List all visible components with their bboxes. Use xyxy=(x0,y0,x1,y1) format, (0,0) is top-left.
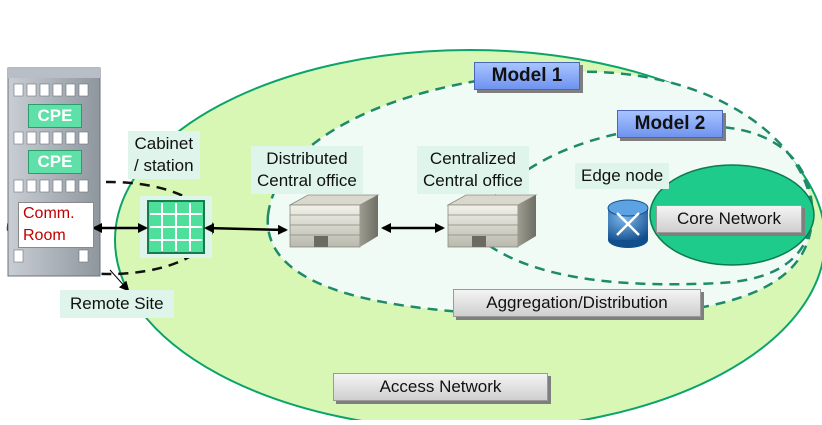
model1-label: Model 1 xyxy=(474,62,580,90)
distributed-office-building-icon xyxy=(288,194,380,248)
model2-boundary xyxy=(468,124,814,286)
distributed-office-label: Distributed Central office xyxy=(251,146,363,194)
comm-room-line1: Comm. xyxy=(23,205,75,222)
cabinet-icon xyxy=(140,196,212,258)
edge-node-label: Edge node xyxy=(575,163,670,189)
remote-site-label: Remote Site xyxy=(60,290,174,318)
cpe-label-top: CPE xyxy=(28,104,82,128)
cabinet-label-line2: / station xyxy=(134,156,194,175)
remote-site-pointer xyxy=(109,269,130,292)
aggregation-distribution-label: Aggregation/Distribution xyxy=(453,289,701,317)
access-network-label: Access Network xyxy=(333,373,548,401)
centralized-office-label: Centralized Central office xyxy=(417,146,529,194)
cpe-label-bottom: CPE xyxy=(28,150,82,174)
model2-label: Model 2 xyxy=(617,110,723,138)
distributed-label-line1: Distributed xyxy=(266,149,348,168)
comm-room-label: Comm. Room xyxy=(18,202,94,248)
centralized-label-line2: Central office xyxy=(423,171,523,190)
comm-room-line2: Room xyxy=(23,227,66,244)
cabinet-label-line1: Cabinet xyxy=(134,134,194,153)
centralized-office-building-icon xyxy=(446,194,538,248)
core-network-label: Core Network xyxy=(656,205,802,233)
distributed-label-line2: Central office xyxy=(257,171,357,190)
router-icon xyxy=(607,199,649,248)
centralized-label-line1: Centralized xyxy=(429,149,516,168)
link-cabinet-distributed xyxy=(204,223,288,235)
cabinet-label: Cabinet / station xyxy=(128,131,200,179)
